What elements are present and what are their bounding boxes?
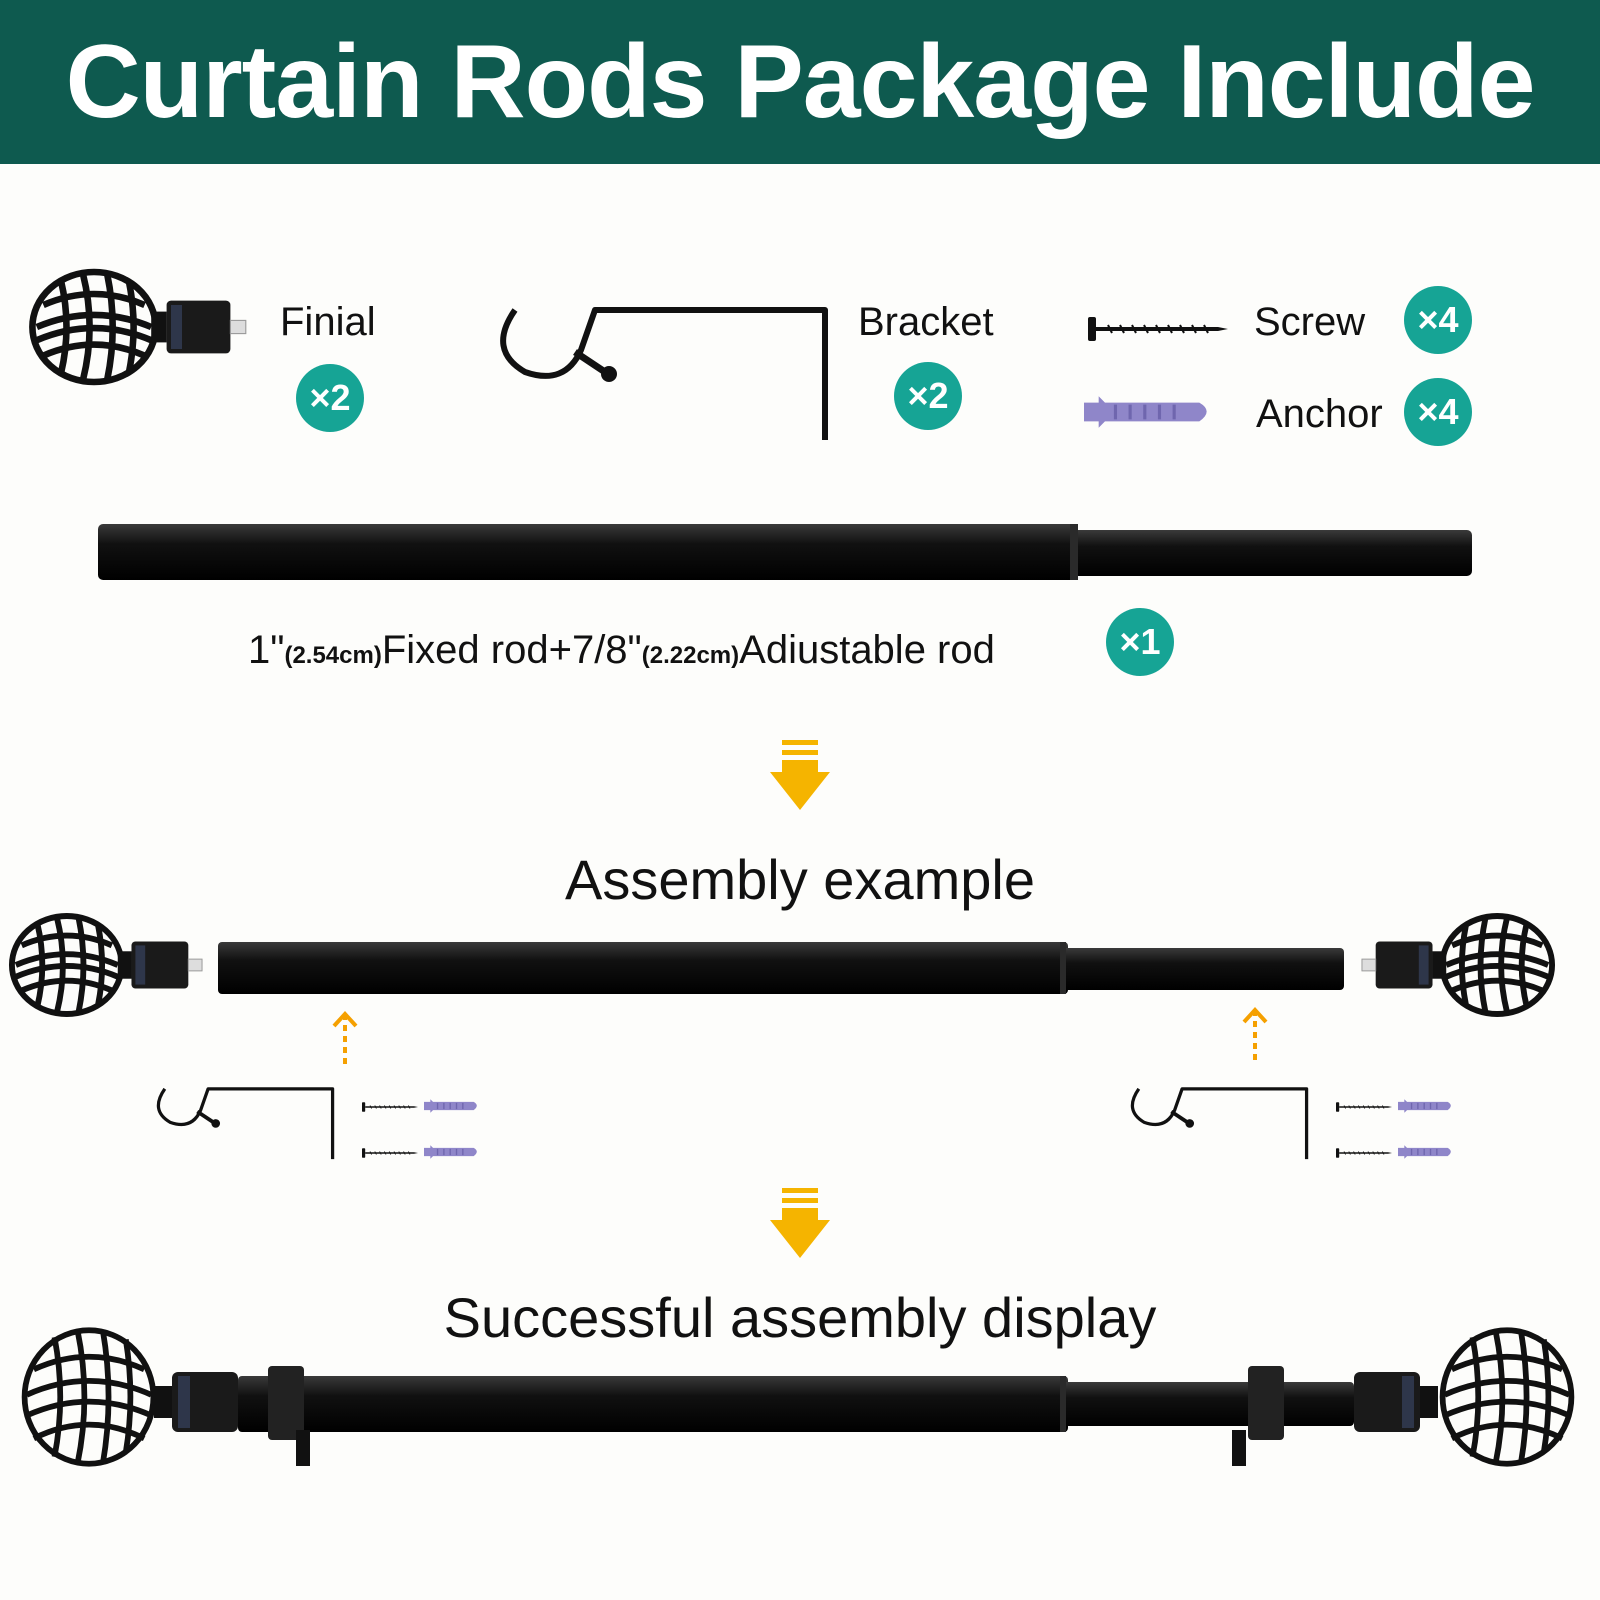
assembly-title: Assembly example [565, 848, 1035, 911]
finial-qty-badge: ×2 [296, 364, 364, 432]
screw-icon [1335, 1147, 1393, 1159]
finial-icon [1360, 902, 1556, 1028]
rod-adjustable-cm: (2.22cm) [641, 642, 740, 669]
anchor-icon [423, 1098, 478, 1114]
assembly-rod-icon [218, 942, 1344, 994]
finial-label: Finial [280, 300, 376, 344]
rod-fixed-label: Fixed rod+7/8" [381, 628, 642, 672]
finial-icon [28, 272, 248, 382]
screw-label: Screw [1254, 300, 1366, 344]
anchor-icon [1397, 1098, 1452, 1114]
rod-adjustable-label: Adiustable rod [739, 628, 995, 672]
rod-description: 1"(2.54cm)Fixed rod+7/8"(2.22cm)Adiustab… [248, 630, 995, 670]
bracket-qty-badge: ×2 [894, 362, 962, 430]
rod-qty-badge: ×1 [1106, 608, 1174, 676]
rod-fixed-size: 1" [248, 628, 285, 672]
success-title: Successful assembly display [443, 1286, 1157, 1349]
anchor-label: Anchor [1256, 392, 1383, 436]
bracket-icon [156, 1086, 335, 1162]
anchor-icon [423, 1144, 478, 1160]
down-arrow-icon [770, 1188, 830, 1258]
bracket-icon [1130, 1086, 1309, 1162]
anchor-qty-badge: ×4 [1404, 378, 1472, 446]
screw-icon [361, 1147, 419, 1159]
anchor-icon [1397, 1144, 1452, 1160]
bracket-icon [485, 290, 845, 460]
up-arrow-icon [1242, 1007, 1268, 1062]
rod-fixed-cm: (2.54cm) [284, 642, 382, 669]
down-arrow-icon [770, 740, 830, 810]
finial-icon [8, 902, 204, 1028]
up-arrow-icon [332, 1011, 358, 1066]
assembled-rod-icon [21, 1327, 1575, 1467]
rod-icon [98, 524, 1472, 580]
bracket-label: Bracket [858, 300, 994, 344]
screw-icon [1335, 1101, 1393, 1113]
page-title: Curtain Rods Package Include [65, 23, 1536, 140]
screw-icon [1087, 316, 1229, 342]
screw-qty-badge: ×4 [1404, 286, 1472, 354]
header-banner: Curtain Rods Package Include [0, 0, 1600, 164]
screw-icon [361, 1101, 419, 1113]
anchor-icon [1082, 394, 1209, 430]
